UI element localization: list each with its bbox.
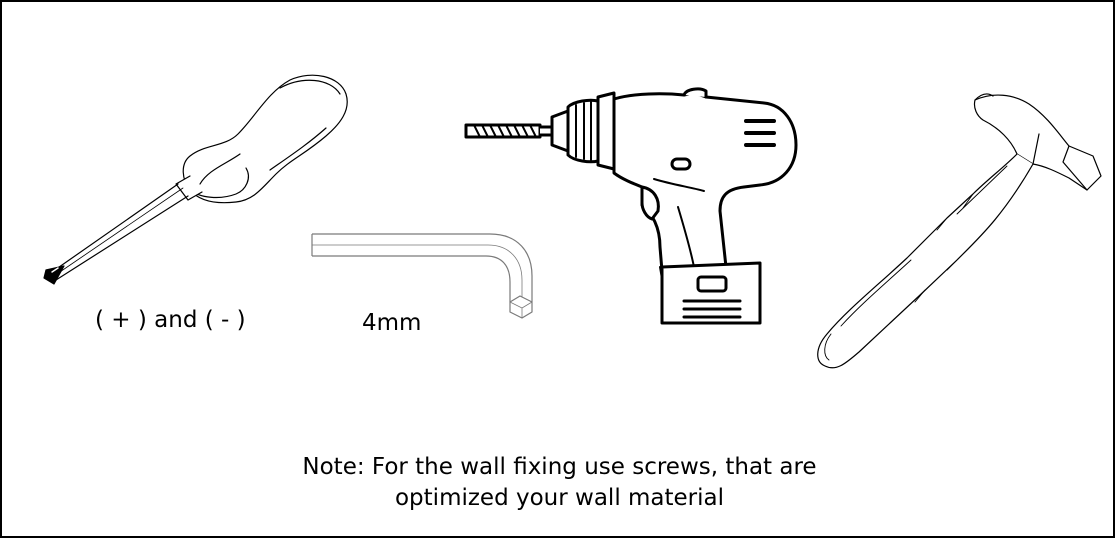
note-line-2: optimized your wall material xyxy=(394,485,725,511)
hex-key-icon xyxy=(310,230,538,322)
note-line-1: Note: For the wall fixing use screws, th… xyxy=(302,454,817,480)
screwdriver-label: ( + ) and ( - ) xyxy=(95,307,246,333)
wall-fixing-note: Note: For the wall fixing use screws, th… xyxy=(2,452,1115,514)
screwdriver-icon xyxy=(40,72,352,287)
claw-hammer-icon xyxy=(807,90,1107,375)
hex-key-label: 4mm xyxy=(362,310,422,336)
cordless-drill-icon xyxy=(464,87,800,327)
